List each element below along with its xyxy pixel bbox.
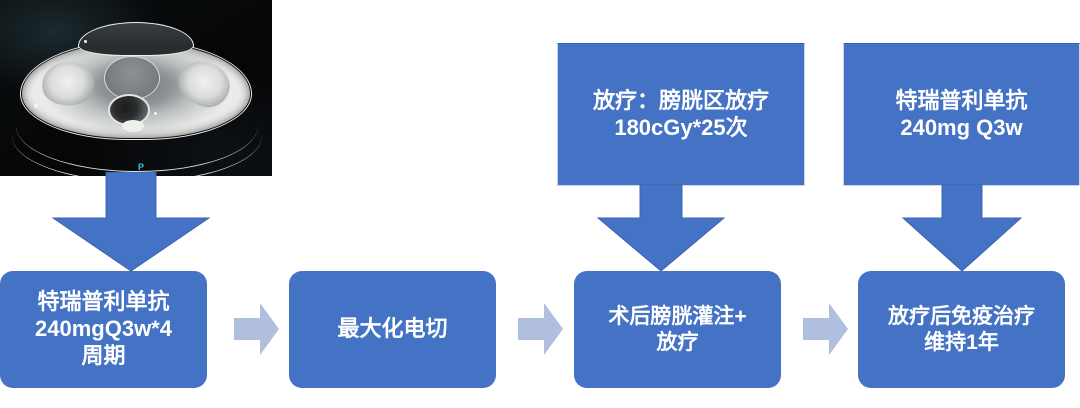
right-arrow-induction-to-turbt (234, 302, 280, 356)
node-induction-immunotherapy[interactable]: 特瑞普利单抗 240mgQ3w*4 周期 (0, 271, 207, 388)
pelvic-ct-scan-image: P (0, 0, 272, 176)
down-arrow-immunotherapy-to-maintenance (902, 184, 1022, 272)
down-arrow-ct-to-induction (52, 172, 210, 272)
node-immunotherapy[interactable]: 特瑞普利单抗 240mg Q3w (843, 43, 1080, 186)
ct-calcification-marker-left (34, 104, 38, 108)
node-postoperative-instillation-radiotherapy[interactable]: 术后膀胱灌注+ 放疗 (574, 271, 781, 388)
node-maximal-turbt[interactable]: 最大化电切 (289, 271, 496, 388)
ct-anterior-fat-pad (78, 22, 194, 56)
node-radiotherapy[interactable]: 放疗：膀胱区放疗 180cGy*25次 (557, 43, 805, 186)
right-arrow-turbt-to-postop (518, 302, 564, 356)
node-maintenance-immunotherapy[interactable]: 放疗后免疫治疗 维持1年 (858, 271, 1065, 388)
ct-bladder (104, 56, 160, 100)
right-arrow-postop-to-maintenance (803, 302, 849, 356)
ct-vessel-marker (84, 40, 87, 43)
ct-calcification-marker-right (154, 112, 157, 115)
ct-orientation-label: P (138, 162, 145, 172)
down-arrow-radiotherapy-to-postop (597, 184, 725, 272)
